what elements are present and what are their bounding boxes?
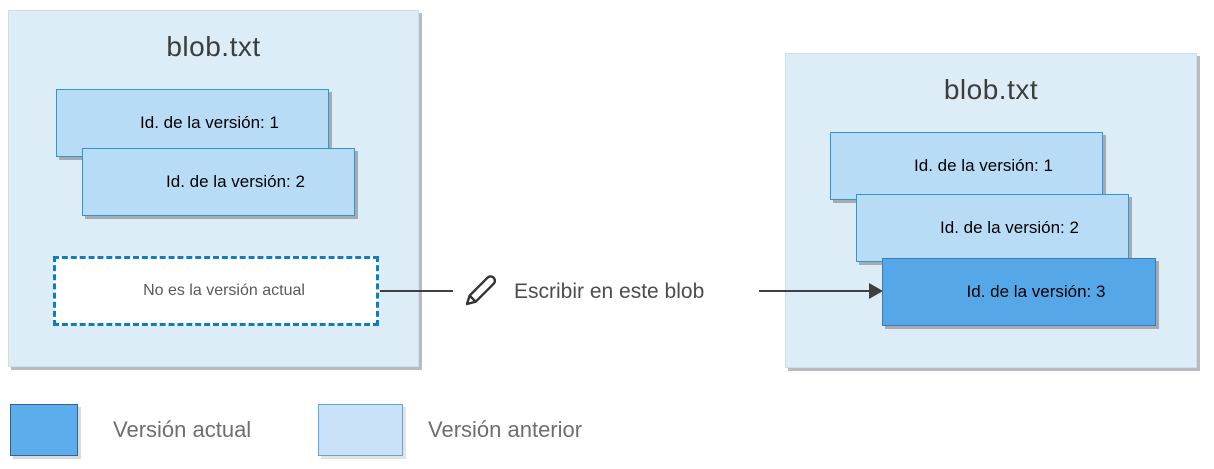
connector-line-left [380, 290, 453, 292]
version-label: Id. de la versión: 1 [140, 113, 279, 132]
version-label: Id. de la versión: 3 [966, 282, 1106, 301]
after-version-1: Id. de la versión: 1 [830, 132, 1103, 200]
version-label: Id. de la versión: 1 [914, 156, 1053, 175]
not-current-placeholder-box: No es la versión actual [53, 256, 379, 326]
not-current-label: No es la versión actual [143, 282, 305, 299]
blob-filename-title: blob.txt [166, 31, 261, 62]
blob-container-before: blob.txt Id. de la versión: 1 Id. de la … [8, 10, 419, 367]
legend-current-swatch [10, 404, 78, 456]
before-version-2: Id. de la versión: 2 [82, 148, 355, 216]
blob-container-after: blob.txt Id. de la versión: 1 Id. de la … [785, 53, 1197, 368]
legend-previous-label: Versión anterior [428, 417, 583, 442]
connector-arrow-right [759, 290, 869, 292]
write-action-label: Escribir en este blob [514, 280, 705, 303]
legend-previous-swatch [318, 404, 403, 456]
after-version-2: Id. de la versión: 2 [856, 194, 1129, 262]
legend-current-label: Versión actual [113, 417, 252, 442]
arrowhead-icon [869, 283, 883, 299]
after-version-3-current: Id. de la versión: 3 [882, 258, 1156, 326]
blob-filename-title: blob.txt [943, 74, 1039, 105]
pencil-icon [461, 269, 501, 309]
version-label: Id. de la versión: 2 [940, 218, 1079, 237]
version-label: Id. de la versión: 2 [166, 172, 305, 191]
before-version-1: Id. de la versión: 1 [56, 89, 329, 157]
